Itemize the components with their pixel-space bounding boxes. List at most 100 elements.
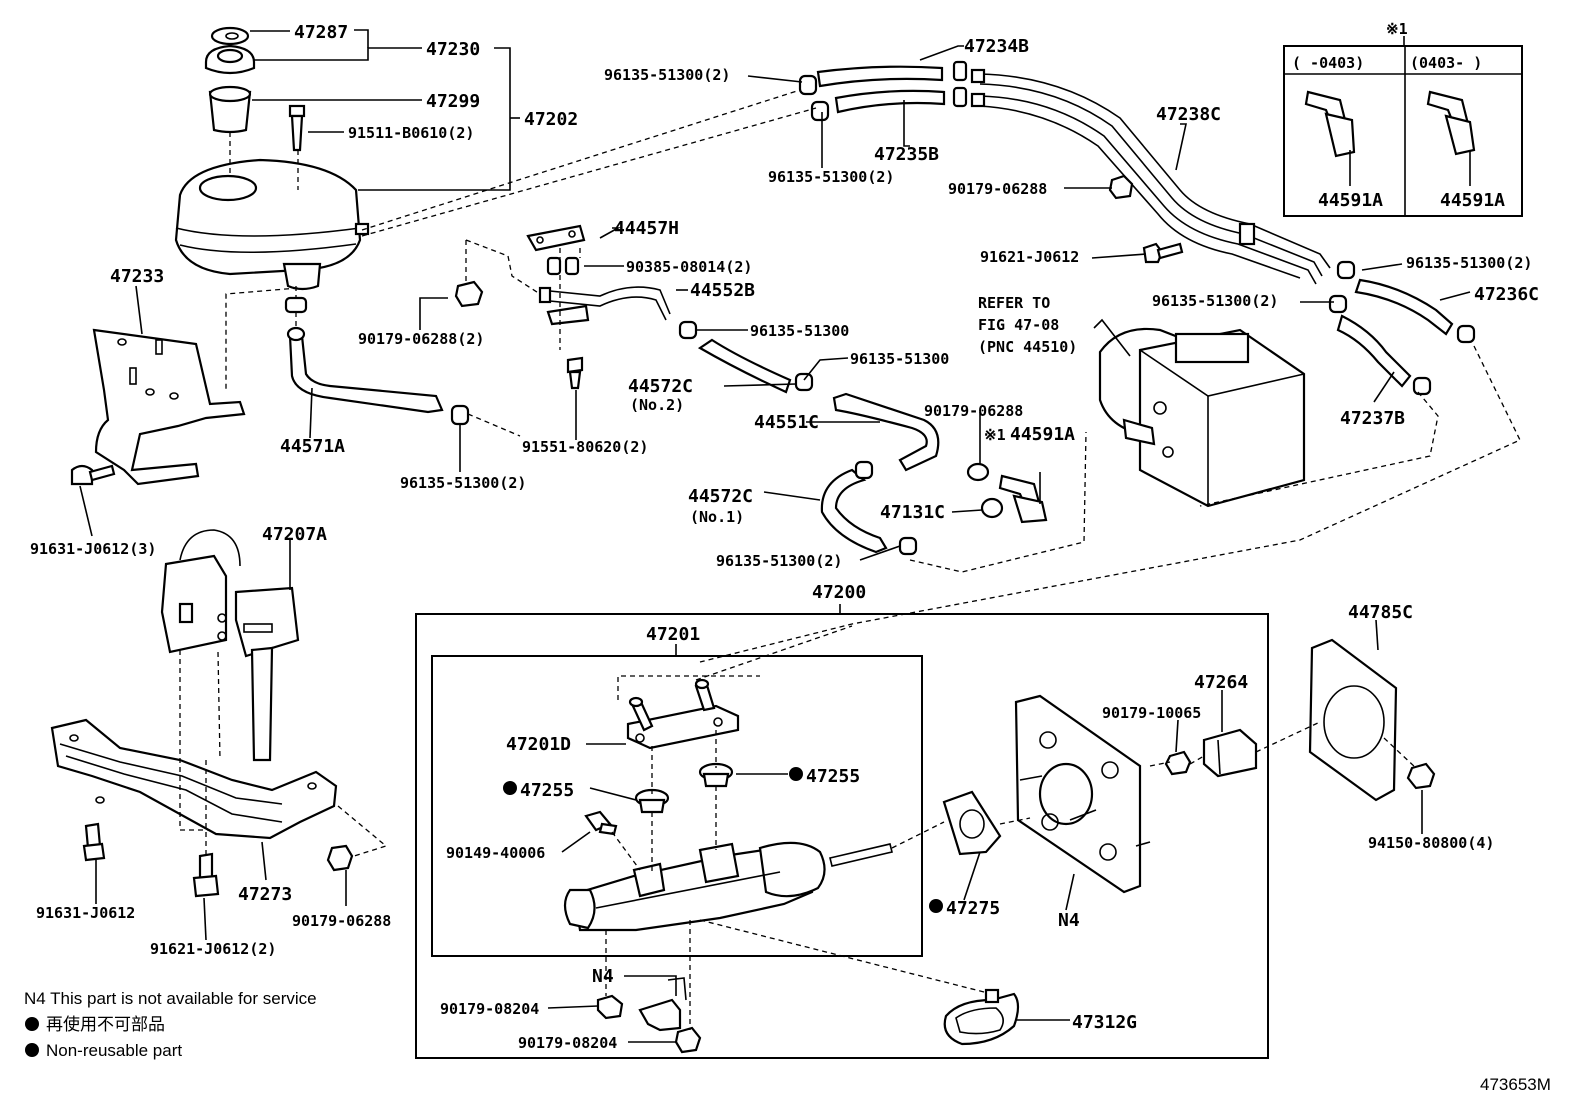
label-47234b: 47234B xyxy=(964,36,1029,57)
hose-44551c xyxy=(832,392,940,472)
clip-96135-51300-f xyxy=(794,372,814,392)
nut-90179-06288-low xyxy=(326,844,354,872)
bracket-44591a-mid xyxy=(998,474,1048,524)
inset-column-early: ( -0403) xyxy=(1292,54,1364,72)
label-91621-j0612-top: 91621-J0612 xyxy=(980,248,1079,266)
label-96135-51300-h: 96135-51300(2) xyxy=(716,552,842,570)
label-96135-51300-a: 96135-51300(2) xyxy=(604,66,730,84)
nuts-90385-08014 xyxy=(546,256,580,276)
label-44591a-inset-early: 44591A xyxy=(1318,190,1383,211)
label-47287: 47287 xyxy=(294,22,348,43)
reservoir-union-47201d xyxy=(626,678,740,750)
bolt-91631-j0612 xyxy=(82,822,106,862)
reservoir-tank xyxy=(174,158,370,291)
label-90179-06288-low: 90179-06288 xyxy=(292,912,391,930)
spacer-47264 xyxy=(1202,728,1258,778)
label-44572c-no1: 44572C xyxy=(688,486,753,507)
label-94150-80800: 94150-80800(4) xyxy=(1368,834,1494,852)
booster-plate-n4 xyxy=(1014,694,1151,894)
label-47230: 47230 xyxy=(426,39,480,60)
label-44591a-mid: 44591A xyxy=(1010,424,1075,445)
reference-mark-mid: ※1 xyxy=(984,426,1006,444)
label-96135-51300-f: 96135-51300 xyxy=(850,350,949,368)
hose-44571a xyxy=(286,326,444,414)
hose-47236c xyxy=(1336,260,1476,344)
non-reusable-marker-47275 xyxy=(929,899,943,913)
label-96135-51300-b: 96135-51300(2) xyxy=(768,168,894,186)
label-47131c: 47131C xyxy=(880,502,945,523)
label-47202: 47202 xyxy=(524,109,578,130)
clip-47131c xyxy=(980,497,1004,519)
label-96135-51300-e: 96135-51300 xyxy=(750,322,849,340)
hose-44572c-no1 xyxy=(820,460,918,556)
hose-clip-44571a xyxy=(284,296,308,314)
label-90179-06288-mid: 90179-06288 xyxy=(924,402,1023,420)
label-44572c-no1-sub: (No.1) xyxy=(690,508,744,526)
label-90385-08014: 90385-08014(2) xyxy=(626,258,752,276)
label-90179-06288-2: 90179-06288(2) xyxy=(358,330,484,348)
bolt-91621-j0612-2 xyxy=(192,852,220,898)
inset-column-late: (0403- ) xyxy=(1410,54,1482,72)
reservoir-cap xyxy=(204,44,256,75)
refer-line-2: FIG 47-08 xyxy=(978,316,1059,334)
legend-bullet-jp xyxy=(25,1017,39,1031)
bracket-44457h xyxy=(526,224,586,252)
reservoir-cap-ring xyxy=(210,26,250,46)
label-47237b: 47237B xyxy=(1340,408,1405,429)
grommet-47255-left xyxy=(634,788,670,814)
label-44571a: 44571A xyxy=(280,436,345,457)
tube-44552b xyxy=(538,286,671,326)
label-47238c: 47238C xyxy=(1156,104,1221,125)
non-reusable-marker-47255-left xyxy=(503,781,517,795)
label-91631-j0612: 91631-J0612 xyxy=(36,904,135,922)
label-44785c: 44785C xyxy=(1348,602,1413,623)
non-reusable-marker-47255-right xyxy=(789,767,803,781)
label-n4-bracket: N4 xyxy=(592,966,614,987)
label-44572c-no2: 44572C xyxy=(628,376,693,397)
nut-90179-08204-b xyxy=(674,1026,702,1054)
label-47201d: 47201D xyxy=(506,734,571,755)
sensor-47207a xyxy=(160,529,300,762)
nut-90179-10065 xyxy=(1164,750,1192,776)
bolt-91631-j0612-3 xyxy=(70,464,116,486)
label-44551c: 44551C xyxy=(754,412,819,433)
gasket-44785c xyxy=(1308,638,1398,802)
refer-line-1: REFER TO xyxy=(978,294,1050,312)
label-47255-right: 47255 xyxy=(806,766,860,787)
label-47273: 47273 xyxy=(238,884,292,905)
hose-47235b xyxy=(834,89,946,114)
refer-line-3: (PNC 44510) xyxy=(978,338,1077,356)
hose-clamps-top xyxy=(798,60,968,122)
clip-96135-51300-g xyxy=(450,404,470,426)
label-44457h: 44457H xyxy=(614,218,679,239)
label-44552b: 44552B xyxy=(690,280,755,301)
label-47312g: 47312G xyxy=(1072,1012,1137,1033)
label-90179-08204-a: 90179-08204 xyxy=(440,1000,539,1018)
bracket-44591a-early xyxy=(1304,90,1356,158)
label-91621-j0612-2: 91621-J0612(2) xyxy=(150,940,276,958)
label-91551-80620: 91551-80620(2) xyxy=(522,438,648,456)
legend-bullet-en xyxy=(25,1043,39,1057)
label-47235b: 47235B xyxy=(874,144,939,165)
label-47236c: 47236C xyxy=(1474,284,1539,305)
pipe-47312g xyxy=(943,988,1020,1046)
hose-44572c-no2 xyxy=(697,338,792,394)
grommet-90179-06288-mid xyxy=(966,462,990,482)
grommet-47255-right xyxy=(698,762,734,788)
label-44572c-no2-sub: (No.2) xyxy=(630,396,684,414)
screw-91511 xyxy=(288,104,306,152)
label-96135-51300-g: 96135-51300(2) xyxy=(400,474,526,492)
note-n4-not-available: N4 This part is not available for servic… xyxy=(24,989,317,1008)
master-cylinder-assy-box xyxy=(415,613,1269,1059)
brake-tube-47238c xyxy=(970,68,1331,285)
bolt-91551-80620 xyxy=(566,356,584,390)
bolt-90179-06288-top xyxy=(1108,174,1134,200)
label-n4-plate: N4 xyxy=(1058,910,1080,931)
bracket-44591a-late xyxy=(1426,90,1476,156)
master-cylinder-sub-box xyxy=(431,655,923,957)
clip-96135-51300-e xyxy=(678,320,698,340)
label-47207a: 47207A xyxy=(262,524,327,545)
note-non-reusable-en: Non-reusable part xyxy=(46,1041,182,1060)
abs-actuator xyxy=(1098,327,1306,508)
